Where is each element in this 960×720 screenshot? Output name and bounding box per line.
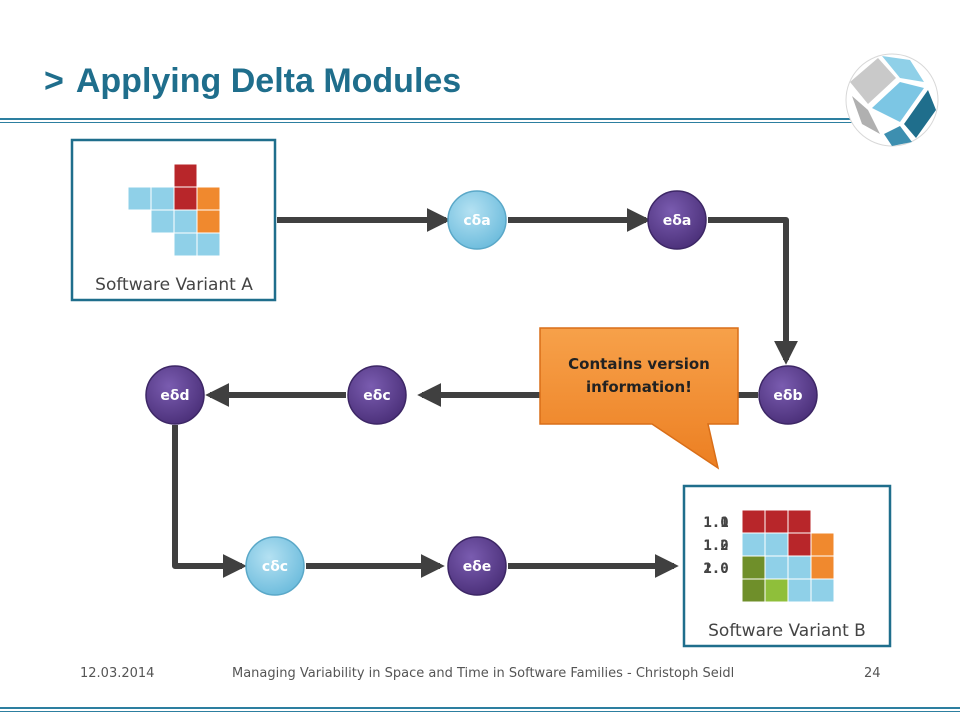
- callout-line-2: information!: [586, 378, 692, 396]
- footer-rule-thin: [0, 711, 960, 712]
- logo-tile-blue: [884, 126, 912, 146]
- node-c-delta-c-label: cδc: [262, 559, 288, 575]
- variant-a-module-grid: [127, 163, 221, 257]
- variant-a-label: Software Variant A: [95, 275, 253, 295]
- variant-b-box: 1.1 1.0 1.2 1.0 2.0 1.0 Software Variant…: [682, 484, 892, 648]
- node-e-delta-b: eδb: [758, 365, 818, 425]
- version-labels: 1.1 1.0 1.2 1.0 2.0 1.0: [703, 515, 728, 577]
- logo-tile-mid: [872, 82, 924, 122]
- title-text: Applying Delta Modules: [75, 62, 462, 100]
- version-label-row1-b: 1.0: [703, 515, 728, 531]
- footer-date: 12.03.2014: [80, 666, 155, 681]
- node-c-delta-a: cδa: [447, 190, 507, 250]
- node-e-delta-d: eδd: [145, 365, 205, 425]
- node-e-delta-b-label: eδb: [773, 388, 802, 404]
- variant-a-box: Software Variant A: [70, 138, 277, 302]
- node-e-delta-c: eδc: [347, 365, 407, 425]
- arrow-e-delta-a-to-e-delta-b: [708, 217, 798, 365]
- logo-tile-light: [882, 56, 924, 82]
- footer-title: Managing Variability in Space and Time i…: [232, 666, 735, 681]
- version-info-callout: Contains version information!: [539, 327, 739, 470]
- logo-tile-gray-2: [852, 96, 880, 134]
- node-e-delta-e: eδe: [447, 536, 507, 596]
- node-e-delta-a: eδa: [647, 190, 707, 250]
- node-e-delta-c-label: eδc: [363, 388, 390, 404]
- version-label-row3-b: 1.0: [703, 561, 728, 577]
- arrow-e-delta-d-to-c-delta-c: [172, 425, 247, 578]
- node-c-delta-a-label: cδa: [463, 213, 490, 229]
- version-label-row2-a: 1.2: [703, 538, 728, 554]
- title-chevron: >: [44, 62, 64, 100]
- title-rule-thin: [0, 122, 858, 123]
- node-c-delta-c: cδc: [245, 536, 305, 596]
- title-rule: [0, 118, 858, 120]
- version-label-row3-a: 2.0: [703, 561, 728, 577]
- university-logo: [845, 53, 939, 147]
- logo-tile-dark: [904, 90, 936, 138]
- variant-b-module-grid: [741, 509, 835, 603]
- logo-tile-gray: [850, 58, 896, 104]
- version-label-row1-a: 1.1: [703, 515, 728, 531]
- version-label-row2-b: 1.0: [703, 538, 728, 554]
- node-e-delta-d-label: eδd: [160, 388, 189, 404]
- page-number: 24: [864, 666, 881, 681]
- node-e-delta-e-label: eδe: [463, 559, 492, 575]
- node-e-delta-a-label: eδa: [663, 213, 692, 229]
- slide-title: > Applying Delta Modules: [44, 62, 461, 101]
- variant-b-label: Software Variant B: [708, 621, 866, 641]
- callout-line-1: Contains version: [568, 355, 710, 373]
- footer-rule: [0, 707, 960, 709]
